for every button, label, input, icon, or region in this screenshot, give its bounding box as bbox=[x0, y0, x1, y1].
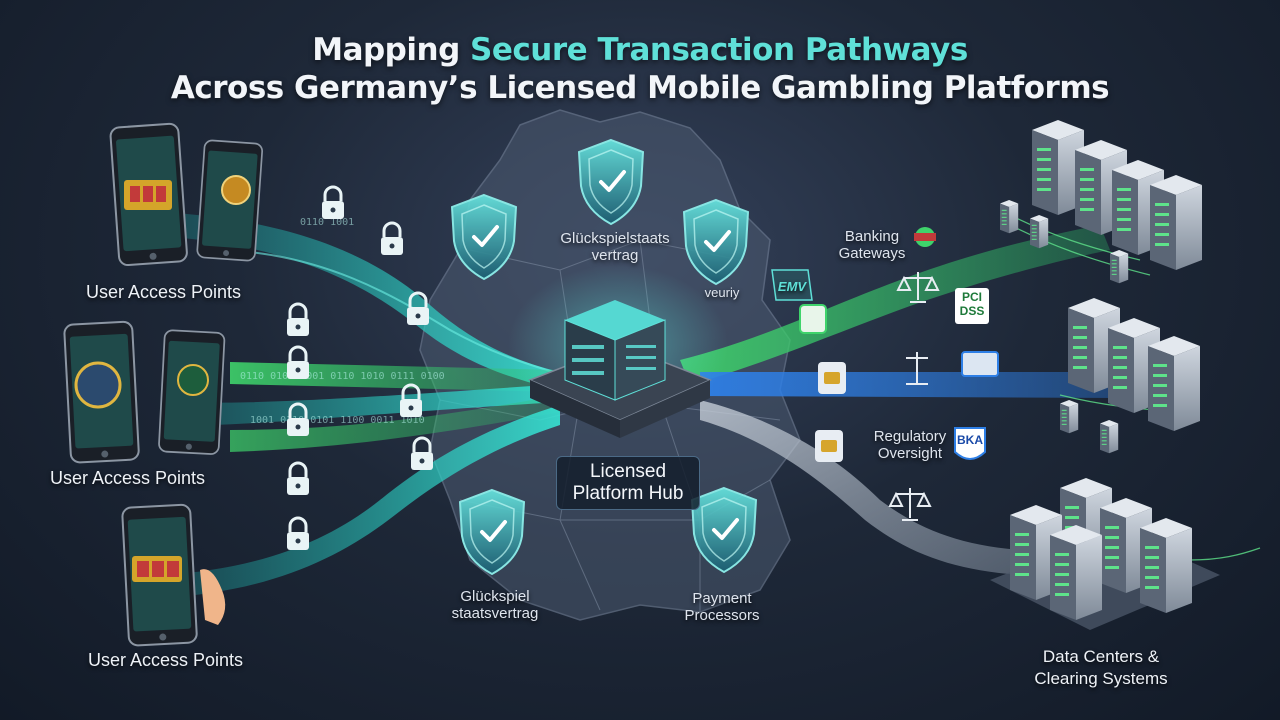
treaty-bottom-line-1: Glückspiel bbox=[430, 588, 560, 605]
title-line-2: Across Germany’s Licensed Mobile Gamblin… bbox=[0, 70, 1280, 106]
treaty-label-top: Glückspielstaats vertrag bbox=[540, 230, 690, 264]
phone-group-top bbox=[110, 123, 263, 265]
data-centers-label: Data Centers & Clearing Systems bbox=[1016, 646, 1186, 690]
title-prefix: Mapping bbox=[312, 32, 470, 68]
banking-line-2: Gateways bbox=[832, 245, 912, 262]
title-highlight: Secure Transaction Pathways bbox=[470, 32, 968, 68]
payment-line-2: Processors bbox=[672, 607, 772, 624]
datacenter-line-1: Data Centers & bbox=[1016, 646, 1186, 668]
title-line-1: Mapping Secure Transaction Pathways bbox=[0, 32, 1280, 68]
user-access-label-top: User Access Points bbox=[86, 282, 241, 303]
pci-line-2: DSS bbox=[955, 304, 989, 318]
emv-label: EMV bbox=[772, 278, 812, 295]
phone-group-middle bbox=[64, 321, 225, 462]
server-cluster-bottom bbox=[990, 478, 1220, 630]
payment-line-1: Payment bbox=[672, 590, 772, 607]
pci-line-1: PCI bbox=[955, 290, 989, 304]
hub-label-line-2: Platform Hub bbox=[563, 483, 693, 505]
svg-text:1001 0110 0101 1100 0011 1010: 1001 0110 0101 1100 0011 1010 bbox=[250, 415, 425, 426]
treaty-top-line-2: vertrag bbox=[540, 247, 690, 264]
verify-label: veuriy bbox=[692, 284, 752, 301]
svg-text:0110 0101 1001 0110 1010 0111: 0110 0101 1001 0110 1010 0111 0100 bbox=[240, 371, 445, 382]
banking-gateway-icon bbox=[914, 227, 936, 247]
phone-group-bottom bbox=[122, 504, 225, 645]
regulatory-line-1: Regulatory bbox=[862, 428, 958, 445]
banking-line-1: Banking bbox=[832, 228, 912, 245]
hub-label: Licensed Platform Hub bbox=[556, 456, 700, 510]
pci-dss-label: PCI DSS bbox=[955, 290, 989, 318]
regulatory-oversight-label: Regulatory Oversight bbox=[862, 428, 958, 462]
user-access-label-bottom: User Access Points bbox=[88, 650, 243, 671]
datacenter-line-2: Clearing Systems bbox=[1016, 668, 1186, 690]
server-cluster-middle bbox=[1060, 298, 1200, 453]
regulatory-line-2: Oversight bbox=[862, 445, 958, 462]
payment-processors-label: Payment Processors bbox=[672, 590, 772, 624]
user-access-label-middle: User Access Points bbox=[50, 468, 205, 489]
treaty-top-line-1: Glückspielstaats bbox=[540, 230, 690, 247]
bka-label: BKA bbox=[955, 432, 985, 449]
hub-label-line-1: Licensed bbox=[563, 461, 693, 483]
banking-gateways-label: Banking Gateways bbox=[832, 228, 912, 262]
treaty-bottom-line-2: staatsvertrag bbox=[430, 605, 560, 622]
treaty-label-bottom: Glückspiel staatsvertrag bbox=[430, 588, 560, 622]
